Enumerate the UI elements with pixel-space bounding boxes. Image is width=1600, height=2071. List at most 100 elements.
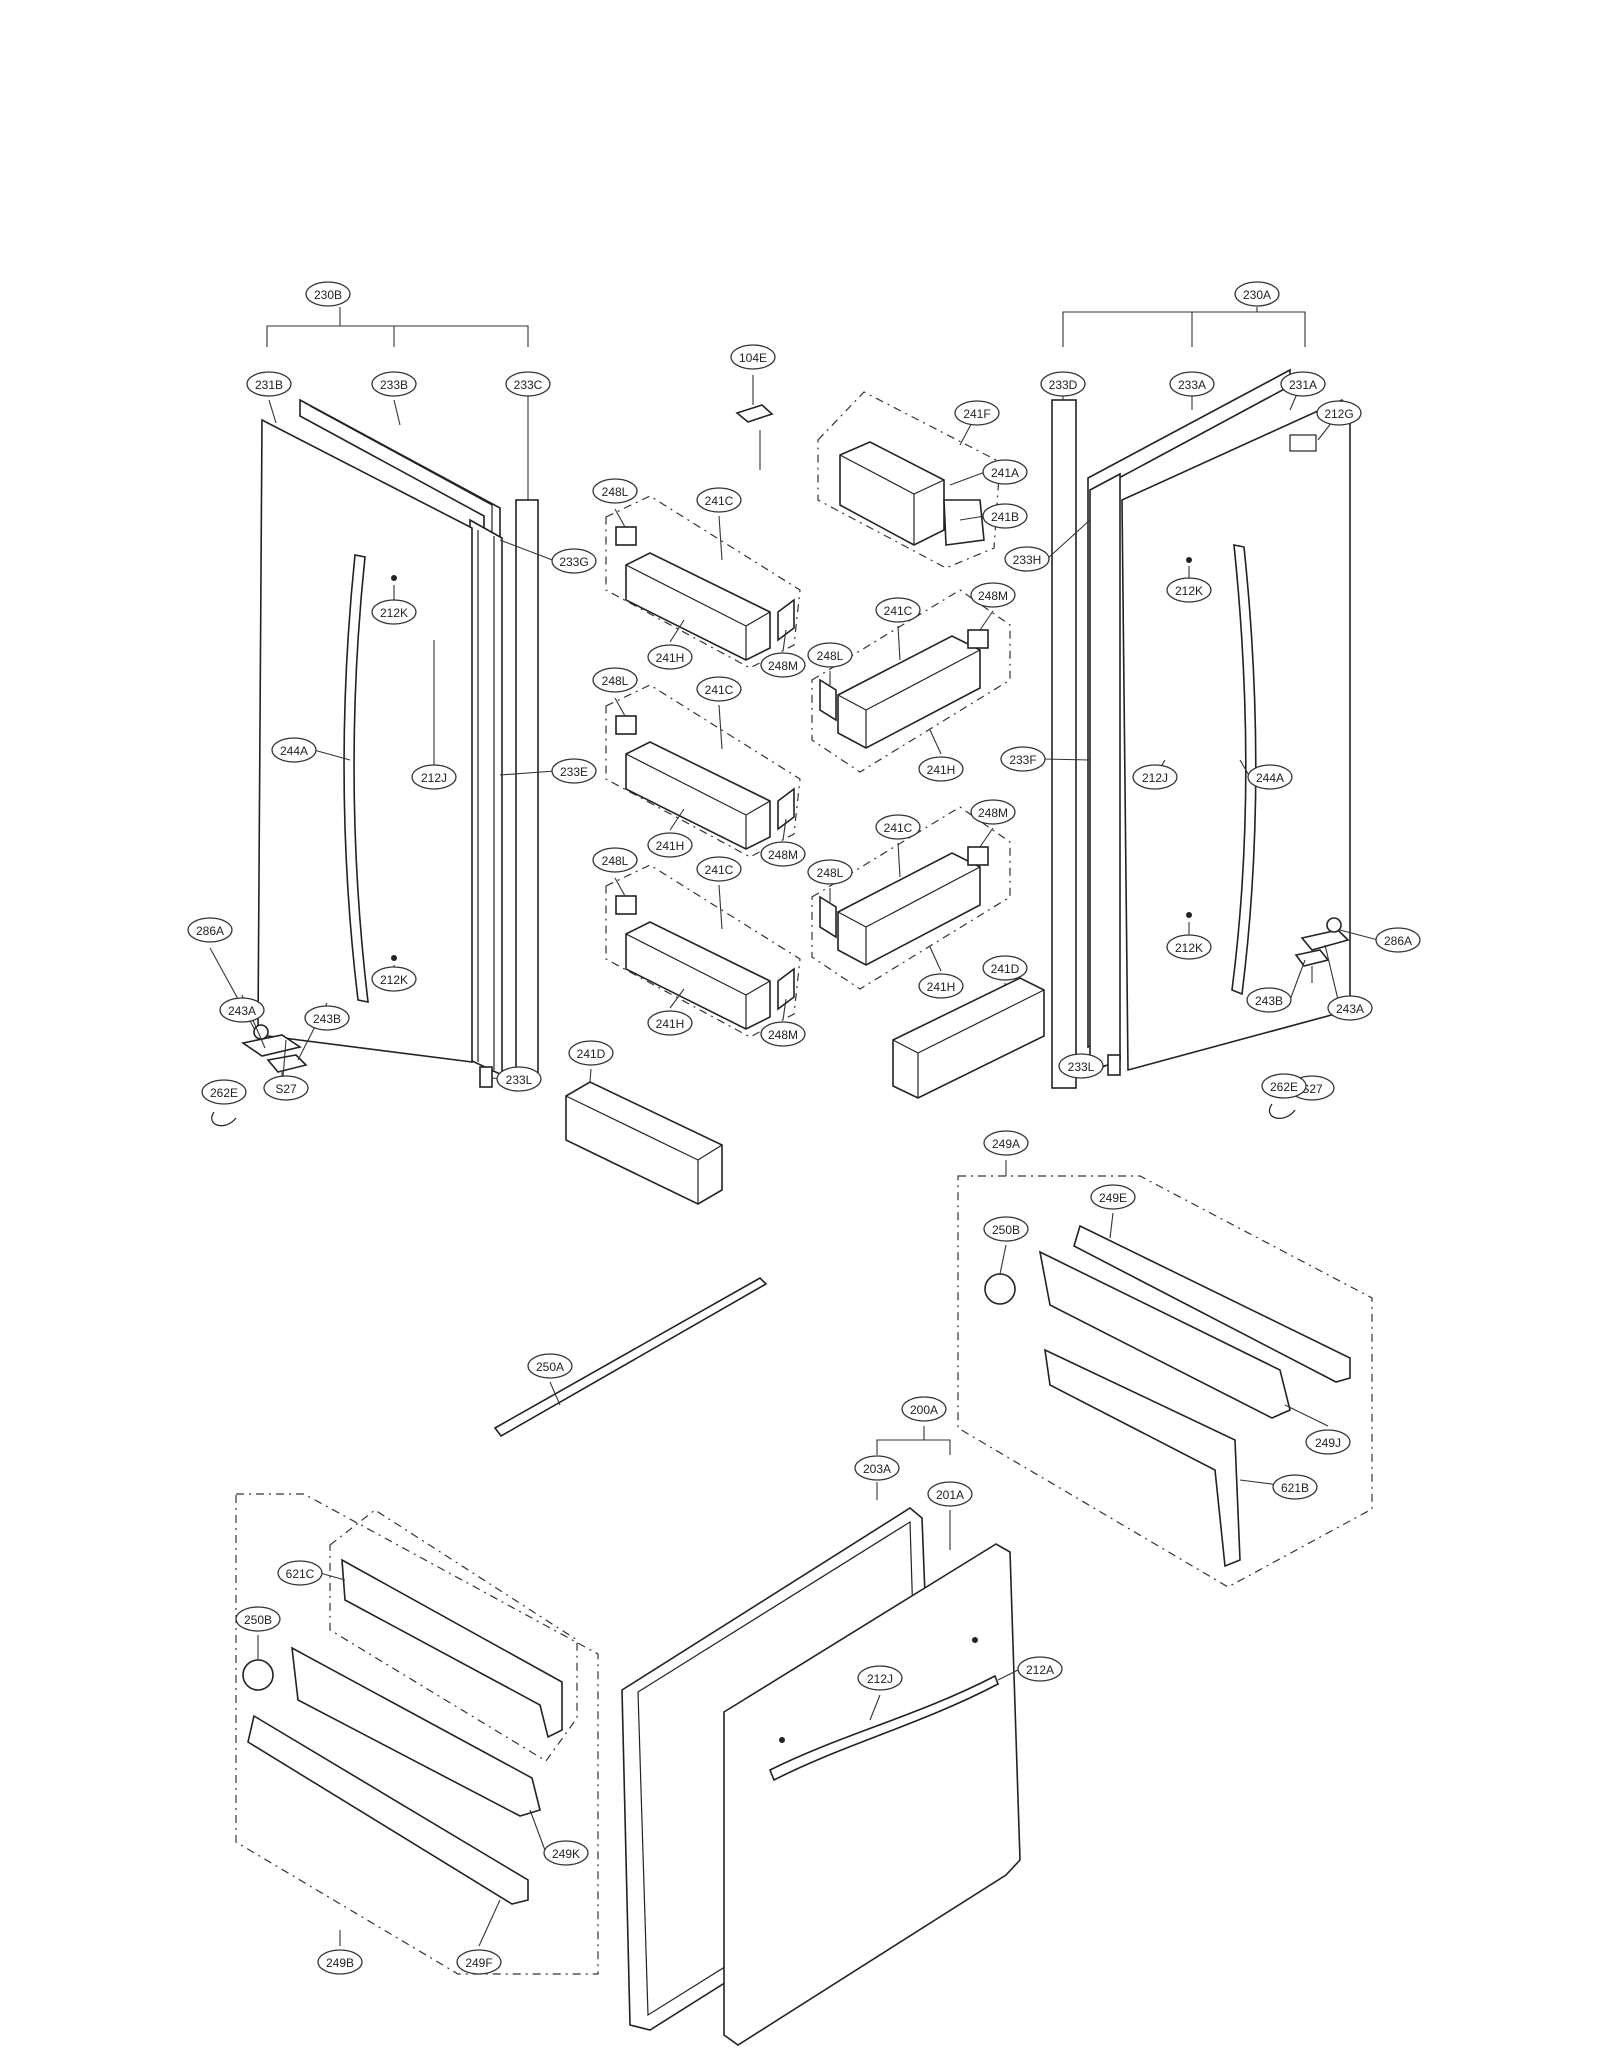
door-bin-right-1 [837,635,981,749]
callout-233g: 233G [551,548,597,574]
rail-249F [247,1714,529,1905]
callout-250b: 250B [235,1606,281,1632]
callout-text: 248M [978,589,1008,603]
left-door-liner [469,518,503,1077]
callout-text: 233B [380,378,408,392]
callout-text: 241D [991,962,1020,976]
callout-233h: 233H [1004,546,1050,572]
callout-text: 241B [991,510,1019,524]
right-door-badge [1289,434,1317,452]
callout-212j: 212J [857,1665,903,1691]
callout-text: 241C [884,821,913,835]
callout-text: 230B [314,288,342,302]
callout-621b: 621B [1272,1474,1318,1500]
callout-text: 244A [280,744,308,758]
callout-text: 241D [577,1047,606,1061]
bracket-621C [341,1558,563,1739]
rail-249E [1073,1224,1351,1383]
callout-text: 244A [1256,771,1284,785]
door-bin-left-2 [625,741,771,850]
callout-243b: 243B [304,1005,350,1031]
left-hinge-cap [266,1054,308,1073]
callout-286a: 286A [1375,927,1421,953]
callout-text: 248L [602,485,629,499]
callout-230b: 230B [305,281,351,307]
callout-241c: 241C [696,856,742,882]
callout-233l: 233L [1058,1053,1104,1079]
callout-text: 286A [1384,934,1412,948]
callout-233l: 233L [496,1066,542,1092]
right-door-assembly [1042,307,1379,1119]
door-bin-left-1 [625,552,771,661]
callout-233b: 233B [371,371,417,397]
callout-text: 212K [380,973,408,987]
callout-text: 201A [936,1488,964,1502]
callout-text: 212A [1026,1663,1054,1677]
callout-248l: 248L [807,642,853,668]
callout-text: 249J [1315,1436,1341,1450]
callout-text: 231A [1289,378,1317,392]
callout-text: 262E [210,1086,238,1100]
callout-212k: 212K [1166,577,1212,603]
callout-233c: 233C [505,371,551,397]
callout-text: 104E [739,351,767,365]
callout-text: 241F [963,407,990,421]
callout-212k: 212K [1166,934,1212,960]
callout-text: 249A [992,1137,1020,1151]
left-door-handle [343,554,369,1004]
callout-241c: 241C [875,597,921,623]
callout-text: 212J [867,1672,893,1686]
callout-text: 233E [560,765,588,779]
callout-text: 249B [326,1956,354,1970]
callout-text: 241H [656,839,685,853]
callout-text: 248M [768,1028,798,1042]
right-door-handle [1231,544,1257,996]
callout-212k: 212K [371,966,417,992]
callout-text: 241C [705,494,734,508]
left-door-assembly [209,307,556,1127]
callout-248m: 248M [760,1021,806,1047]
rail-249J [1038,1250,1291,1419]
callout-241a: 241A [982,459,1028,485]
rail-rod-250A [493,1277,768,1438]
callout-text: S27 [275,1082,297,1096]
right-hinge [1300,929,1350,951]
gear-250B-left [242,1659,274,1691]
callout-233e: 233E [551,758,597,784]
callout-212a: 212A [1017,1656,1063,1682]
rail-assembly-249A [957,1160,1373,1588]
callout-text: 212K [1175,584,1203,598]
callout-text: 250B [244,1613,272,1627]
freezer-drawer-200A [621,1426,1021,2046]
callout-200a: 200A [901,1396,947,1422]
callout-249b: 249B [317,1949,363,1975]
callout-230a: 230A [1234,281,1280,307]
callout-text: 248L [817,866,844,880]
right-door-stopper [1107,1054,1121,1076]
callout-286a: 286A [187,917,233,943]
callout-248l: 248L [807,859,853,885]
ice-part-104E [735,404,774,423]
rail-249K [291,1646,541,1817]
callout-244a: 244A [1247,764,1293,790]
callout-text: 241C [884,604,913,618]
callout-262e: 262E [1261,1073,1307,1099]
callout-text: 286A [196,924,224,938]
rail-assembly-left [235,1493,599,1975]
callout-231b: 231B [246,371,292,397]
callout-241h: 241H [918,756,964,782]
callout-text: 233L [506,1073,533,1087]
callout-233f: 233F [1000,746,1046,772]
callout-text: 250A [536,1360,564,1374]
callout-text: 249K [552,1847,580,1861]
left-door-stopper [479,1066,493,1088]
callout-text: 233D [1049,378,1078,392]
callout-241c: 241C [696,487,742,513]
callout-241b: 241B [982,503,1028,529]
dispenser-module [839,441,945,546]
callout-241f: 241F [954,400,1000,426]
callout-243b: 243B [1246,987,1292,1013]
callout-233a: 233A [1169,371,1215,397]
callout-241h: 241H [918,973,964,999]
